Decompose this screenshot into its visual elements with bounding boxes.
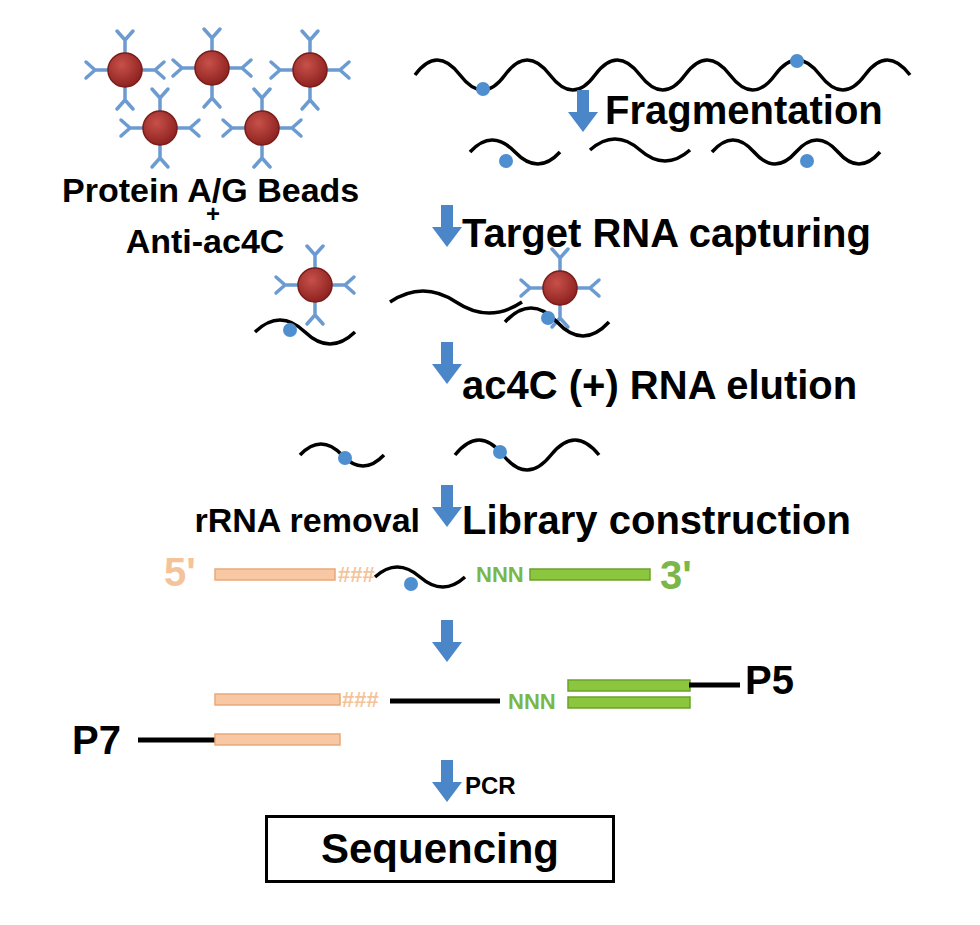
step-arrow	[568, 90, 598, 132]
ac4c-site	[790, 54, 804, 68]
step-arrow	[432, 620, 462, 662]
step-arrow	[432, 760, 462, 802]
reagent-label: Anti-ac4C	[126, 224, 285, 258]
random-label: NNN	[508, 691, 556, 713]
step-label: Library construction	[462, 500, 851, 540]
p5-primer	[689, 683, 740, 688]
barcode-label: ###	[342, 689, 379, 711]
primer-label: P7	[72, 720, 121, 760]
insert-cdna	[390, 699, 500, 704]
antibody-bead	[276, 246, 354, 324]
rna-fragment	[375, 567, 465, 587]
step-arrow	[432, 485, 462, 527]
rna-fragment	[505, 308, 609, 336]
rna-fragment	[470, 140, 560, 164]
rna-fragment	[590, 139, 690, 161]
rna-fragment	[390, 291, 522, 313]
ac4c-site	[493, 445, 507, 459]
step-label: rRNA removal	[195, 503, 420, 537]
random-label: NNN	[476, 564, 524, 586]
step-arrow	[432, 205, 462, 247]
adapter-3-complement	[568, 680, 690, 691]
antibody-bead	[521, 249, 599, 327]
antibody-bead	[173, 29, 251, 107]
rna-strand	[415, 60, 910, 90]
step-label: ac4C (+) RNA elution	[462, 365, 857, 405]
step-label: Fragmentation	[605, 90, 883, 130]
adapter-5-complement	[215, 734, 340, 745]
end-label: 5'	[164, 552, 196, 592]
antibody-bead	[121, 89, 199, 167]
adapter-5	[215, 694, 340, 705]
rna-fragment	[712, 140, 880, 164]
rna-fragment	[255, 320, 355, 344]
ac4c-site	[404, 577, 418, 591]
adapter-3	[568, 697, 690, 708]
primer-label: P5	[745, 660, 794, 700]
plus-sign: +	[206, 202, 220, 226]
ac4c-site	[338, 451, 352, 465]
step-label: PCR	[465, 774, 516, 798]
p7-primer	[138, 738, 216, 743]
end-label: 3'	[660, 555, 692, 595]
adapter-3	[530, 569, 650, 580]
ac4c-site	[283, 323, 297, 337]
rna-fragment	[300, 444, 384, 466]
ac4c-site	[499, 154, 513, 168]
rna-fragment	[455, 440, 599, 470]
box-text: Sequencing	[321, 826, 559, 872]
antibody-bead	[223, 89, 301, 167]
step-arrow	[432, 342, 462, 384]
process-box: Sequencing	[265, 815, 615, 883]
antibody-bead	[86, 31, 164, 109]
ac4c-site	[541, 311, 555, 325]
step-label: Target RNA capturing	[462, 213, 871, 253]
ac4c-site	[800, 154, 814, 168]
adapter-5	[215, 569, 335, 580]
antibody-bead	[271, 31, 349, 109]
ac4c-site	[476, 82, 490, 96]
barcode-label: ###	[338, 564, 375, 586]
